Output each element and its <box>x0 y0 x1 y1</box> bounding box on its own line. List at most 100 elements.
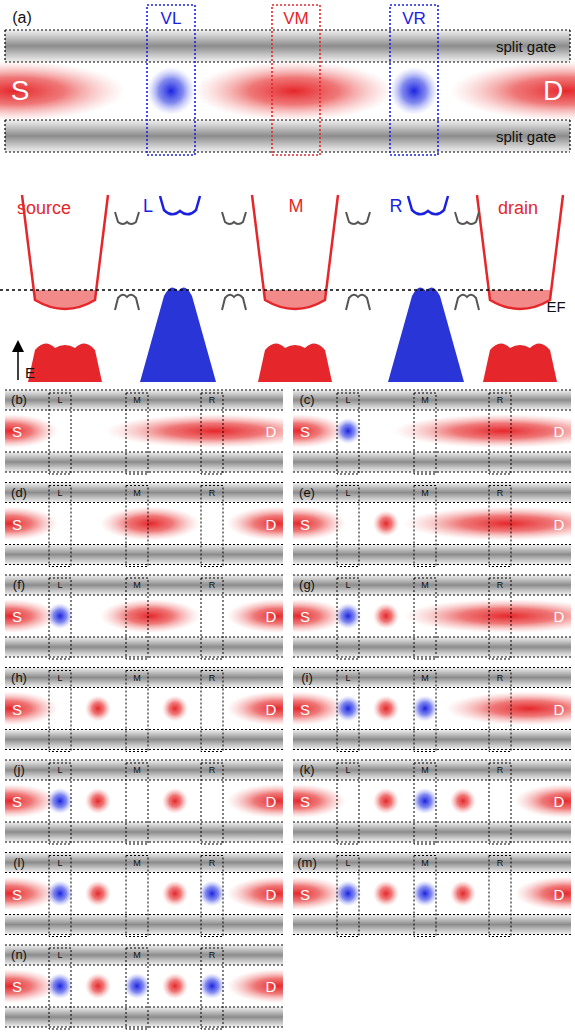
contact-label: D <box>554 516 565 531</box>
gate-letter: L <box>57 673 62 682</box>
split-gate-band <box>5 1007 283 1027</box>
electron-dot <box>373 881 399 907</box>
panel-letter: (e) <box>299 485 315 498</box>
charge-blobs <box>5 877 283 911</box>
contact-label: S <box>300 886 310 901</box>
merged-electrons <box>403 599 571 633</box>
gate-box <box>201 763 223 844</box>
gate-voltage: VL <box>161 10 182 27</box>
gate-outline <box>293 575 571 659</box>
panel-letter: (c) <box>299 393 314 406</box>
gate-letter: L <box>57 951 62 960</box>
gate-box <box>49 578 71 659</box>
gate-letter: R <box>209 488 216 497</box>
region-label: R <box>390 197 403 215</box>
gate-box <box>49 671 71 752</box>
gate-letter: R <box>209 766 216 775</box>
gate-letter: L <box>57 581 62 590</box>
gate-box <box>126 948 148 1029</box>
gate-box <box>126 578 148 659</box>
charge-blobs <box>5 507 283 541</box>
gate-letter: R <box>209 396 216 405</box>
gate-box <box>126 393 148 474</box>
hole-dot <box>124 973 150 999</box>
gate-voltage: VR <box>402 10 426 27</box>
gate-letter: M <box>133 766 141 775</box>
contact-label: D <box>554 794 565 809</box>
split-gate-band <box>5 730 283 750</box>
hole-dot <box>47 881 73 907</box>
gate-letter: M <box>133 858 141 867</box>
charge-blobs <box>293 692 571 726</box>
gate-letter: R <box>497 858 504 867</box>
gate-box <box>126 671 148 752</box>
gate-label: split gate <box>496 129 556 144</box>
panel-illustration <box>0 760 327 844</box>
source-electrons <box>5 507 58 541</box>
gate-box <box>201 578 223 659</box>
gate-outline <box>293 483 571 567</box>
contact-label: S <box>300 609 310 624</box>
gate-box <box>201 948 223 1029</box>
drain-electrons <box>515 784 571 818</box>
gate-outline <box>5 483 283 567</box>
gate-box <box>489 393 511 474</box>
electron-dot <box>373 788 399 814</box>
electron-dot <box>373 511 399 537</box>
hole-dot-l <box>147 67 195 115</box>
gate-letter: L <box>57 858 62 867</box>
contact-label: S <box>12 516 22 531</box>
electron-dot <box>100 599 200 633</box>
drain-electrons <box>227 692 283 726</box>
gate-letter: M <box>133 581 141 590</box>
panel-illustration <box>0 945 327 1029</box>
gate-outline <box>5 575 283 659</box>
gate-box <box>126 763 148 844</box>
panel-letter: (b) <box>11 393 27 406</box>
merged-electrons <box>105 414 283 448</box>
electron-dot <box>100 507 200 541</box>
contact-label: D <box>554 701 565 716</box>
charge-blobs <box>5 599 283 633</box>
gate-box <box>337 578 359 659</box>
panel-letter: (m) <box>297 855 317 868</box>
gate-box <box>201 856 223 937</box>
contact-label: S <box>300 794 310 809</box>
charge-blobs <box>5 414 283 448</box>
gate-box <box>414 856 436 937</box>
source-electrons <box>5 414 58 448</box>
gate-box <box>201 486 223 567</box>
gate-letter: L <box>57 396 62 405</box>
panel-letter: (j) <box>13 763 25 776</box>
gate-outline <box>5 760 283 844</box>
energy-axis: E <box>25 365 35 380</box>
gate-box <box>414 486 436 567</box>
gate-letter: L <box>345 858 350 867</box>
drain-electrons <box>227 507 283 541</box>
gate-box <box>414 763 436 844</box>
panel-illustration <box>250 668 575 752</box>
drain-electrons <box>227 784 283 818</box>
contact-label: D <box>266 516 277 531</box>
electron-dot <box>450 788 476 814</box>
drain-electrons <box>227 599 283 633</box>
hole-dot <box>412 881 438 907</box>
gate-letter: R <box>497 488 504 497</box>
hole-dot <box>412 788 438 814</box>
contact-label: D <box>266 886 277 901</box>
gate-box <box>126 486 148 567</box>
gate-outline <box>5 945 283 1029</box>
gate-box <box>489 763 511 844</box>
contact-label: D <box>266 701 277 716</box>
split-gate-band <box>293 452 571 472</box>
contact-label: S <box>12 424 22 439</box>
contact-label: D <box>266 979 277 994</box>
gate-letter: M <box>421 858 429 867</box>
gate-outline <box>5 390 283 474</box>
gate-letter: M <box>421 766 429 775</box>
region-label: drain <box>498 199 538 217</box>
gate-letter: R <box>209 858 216 867</box>
gate-box <box>49 486 71 567</box>
split-gate-band <box>5 545 283 565</box>
contact-label: S <box>11 77 30 105</box>
